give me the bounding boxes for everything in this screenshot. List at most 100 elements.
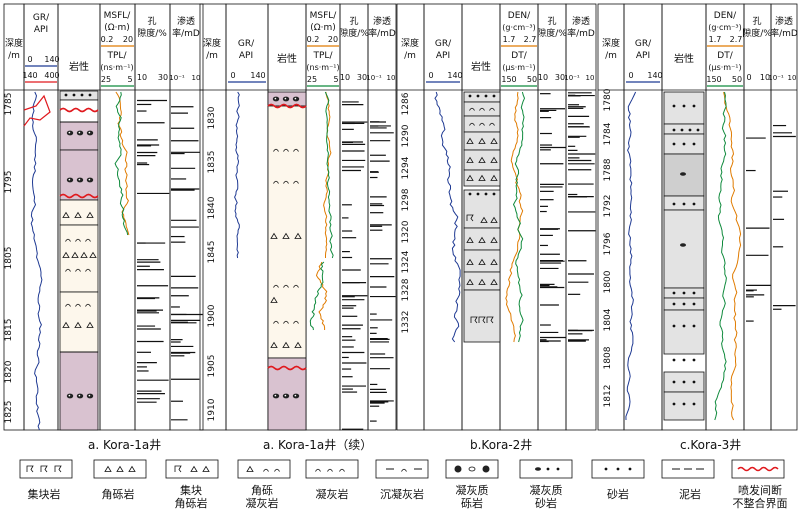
lith-block-c-2 [463,115,501,133]
depth-tick-d-1796: 1796 [603,232,613,255]
legend-box-agglomerate [19,459,73,479]
breccia-triangle-symbol [74,321,82,328]
breccia-triangle-symbol [89,251,97,258]
breccia-triangle-symbol [490,258,498,265]
panel-c-column-5 [565,3,597,431]
perm-scale-a-1: 10 [192,74,201,82]
sand-dot-symbol [672,380,676,384]
tuff-arc-symbol [273,320,279,324]
legend-box-sed_tuff [375,459,429,479]
depth-tick-c-1320: 1320 [401,220,411,243]
gr-scale-a-1: 140 [44,55,59,64]
legend-box-breccia [93,459,147,479]
por-scale-c-0: 10 [538,73,548,82]
gr-curve-a [30,91,43,431]
dt-scale-c-0: 150 [501,75,516,84]
conglom-pebble-highlight [68,178,71,181]
por-header-a-1: 孔 [147,16,156,27]
msfl-header-a-1: MSFL/ [104,11,132,21]
por-header-b-2: 隙度/% [339,27,369,39]
dt-curve-c [512,91,526,343]
por-scale-d-0: 0 [746,73,751,82]
panel-b-column-4 [339,3,369,431]
gr-scale2-a-1: 400 [44,71,59,80]
legend-box-tuff_conglom [445,459,499,479]
perm-header-b-2: 率/mD [368,27,396,39]
depth-tick-b-1910: 1910 [207,398,217,421]
por-scale-b-1: 30 [357,73,367,82]
breccia-triangle-symbol [478,278,486,285]
sand-dot-symbol [692,291,696,295]
legend-label-mudstone: 泥岩 [679,488,701,501]
por-header-d-2: 隙度/% [742,27,772,39]
den-scale-c-1: 2.7 [524,35,537,44]
depth-header-c-2: /m [404,51,416,61]
panel-a-column-1 [23,3,59,431]
depth-header-c-1: 深度 [401,37,419,49]
res-scale-b-0: 0.2 [307,35,320,44]
sand-dot-symbol [80,93,84,97]
lith-header-b: 岩性 [277,52,297,65]
lith-header-d: 岩性 [674,52,694,65]
depth-tick-a-1805: 1805 [4,247,14,270]
breccia-triangle-symbol [294,232,302,239]
legend-label-agglo-breccia: 集块 角砾岩 [174,484,208,510]
breccia-triangle-symbol [480,216,488,223]
legend-box-agglo_breccia [165,459,219,479]
conglom-pebble-highlight [78,394,81,397]
lith-block-d-5 [663,209,705,289]
breccia-triangle-symbol [478,174,486,181]
sand-dot-symbol [692,380,696,384]
den-scale-d-0: 1.7 [709,35,722,44]
legend-label-breccia: 角砾岩 [101,488,135,501]
tuff-arc-symbol [85,303,91,307]
legend-breccia-symbol [128,465,136,472]
tuff-arc-symbol [283,284,289,288]
caption-kora2: b.Kora-2井 [470,438,533,452]
tpl-header-b-2: (ns·m⁻¹) [306,63,339,72]
sand-dot-symbol [64,93,68,97]
gr-header-c-2: API [436,51,450,61]
tuff-arc-symbol [293,284,299,288]
lith-block-a-3 [59,149,99,201]
tuff-arc-symbol [293,148,299,152]
breccia-triangle-symbol [478,137,486,144]
conglom-pebble-highlight [274,97,277,100]
den-header-d-2: (g·cm⁻³) [708,23,741,32]
gr-header-a-2: API [34,25,48,35]
perm-header-a-1: 渗透 [177,15,195,27]
sand-dot-symbol [672,324,676,328]
por-scale-a-0: 10 [137,73,147,82]
panel-c-column-4 [537,3,567,431]
lith-block-d-10 [663,391,705,421]
sand-dot-symbol [696,128,700,132]
gr-header-c-1: GR/ [435,39,452,49]
gr-curve-c [434,91,461,343]
legend-label-sandstone: 砂岩 [607,488,629,501]
legend-agglomerate-symbol [54,465,62,473]
legend-breccia-symbol [104,465,112,472]
tuff-arc-symbol [283,320,289,324]
breccia-triangle-symbol [490,137,498,144]
tpl-curve-b2 [309,261,325,331]
gr-scale-c-0: 0 [428,71,433,80]
caption-kora1a-cont: a. Kora-1a井（续） [263,438,373,452]
breccia-triangle-symbol [466,156,474,163]
depth-tick-c-1286: 1286 [401,92,411,115]
tpl-scale-b-0: 25 [307,75,317,84]
gr-curve-b [234,91,240,259]
tuff-arc-symbol [85,238,91,242]
conglom-pebble-highlight [78,178,81,181]
breccia-triangle-symbol [62,321,70,328]
tpl-curve-a [114,91,129,236]
sand-dot-symbol [72,93,76,97]
dt-curve-d [714,91,727,421]
legend-breccia-symbol [116,465,124,472]
den-header-d-1: DEN/ [714,11,737,21]
conglom-pebble-highlight [284,394,287,397]
den-header-c-2: (g·cm⁻³) [502,23,535,32]
caption-kora1a: a. Kora-1a井 [88,438,162,452]
perm-scale-d-1: 10 [788,74,797,82]
por-scale-b-0: 10 [340,73,350,82]
